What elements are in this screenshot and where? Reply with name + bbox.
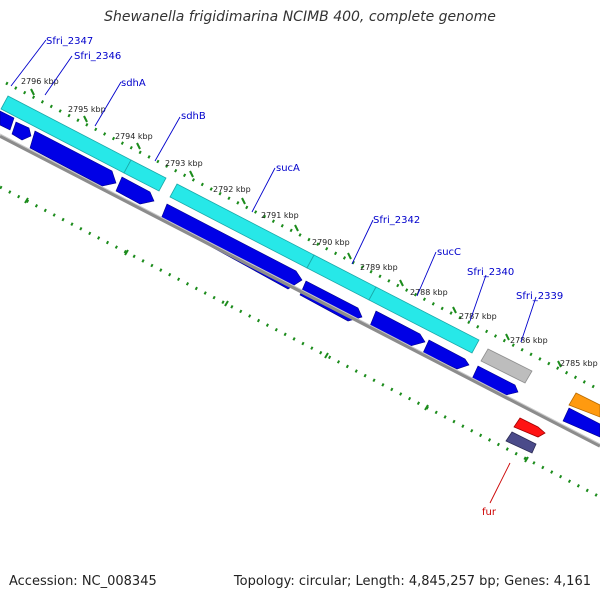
accession-text: Accession: NC_008345 xyxy=(9,574,157,589)
leader-line xyxy=(44,55,73,96)
cds-arrow xyxy=(11,121,32,141)
outer-tick-ring xyxy=(5,81,600,392)
inner-tick xyxy=(324,352,329,359)
cds-arrow xyxy=(471,365,519,396)
fur-leader-line xyxy=(489,462,511,504)
backbone-highlight xyxy=(0,133,600,445)
cds-arrow xyxy=(0,110,15,131)
label-leaders xyxy=(10,39,537,343)
major-tick xyxy=(452,306,457,314)
leader-line xyxy=(469,274,487,322)
leader-line xyxy=(251,167,276,213)
leader-line xyxy=(10,39,47,87)
gene-block-orange xyxy=(568,392,600,418)
scale-label: 2795 kbp xyxy=(68,105,106,114)
inner-major-ticks xyxy=(24,197,529,463)
major-ticks xyxy=(30,88,562,368)
scale-label: 2794 kbp xyxy=(115,132,153,141)
gene-label: Sfri_2339 xyxy=(516,291,563,302)
leader-line xyxy=(416,251,437,297)
inner-tick xyxy=(424,404,429,411)
major-tick xyxy=(557,360,562,368)
major-tick xyxy=(347,252,352,260)
gene-label: Sfri_2342 xyxy=(373,215,420,226)
genome-stats-text: Topology: circular; Length: 4,845,257 bp… xyxy=(233,574,591,589)
fur-gene-label: fur xyxy=(482,507,497,518)
major-tick xyxy=(83,115,88,123)
inner-tick xyxy=(224,300,229,307)
leader-line xyxy=(351,219,374,265)
gene-label: sucC xyxy=(437,247,461,258)
scale-label: 2793 kbp xyxy=(165,159,203,168)
scale-label: 2785 kbp xyxy=(560,359,598,368)
gene-block xyxy=(368,286,480,354)
gene-label: sdhB xyxy=(181,111,206,122)
map-title: Shewanella frigidimarina NCIMB 400, comp… xyxy=(104,9,496,25)
fur-gene-block xyxy=(513,417,546,438)
gene-label: sucA xyxy=(276,163,300,174)
major-tick xyxy=(241,197,246,205)
cds-arrow xyxy=(422,339,470,370)
gene-band xyxy=(0,95,600,418)
inner-tick xyxy=(24,197,29,204)
major-tick xyxy=(505,333,510,341)
gene-block xyxy=(123,159,167,192)
scale-label: 2788 kbp xyxy=(410,288,448,297)
gene-label: Sfri_2347 xyxy=(46,36,93,47)
major-tick xyxy=(294,224,299,232)
inner-tick xyxy=(524,456,529,463)
scale-label: 2787 kbp xyxy=(459,312,497,321)
major-tick xyxy=(399,279,404,287)
inner-tick xyxy=(124,249,129,256)
major-tick xyxy=(30,88,35,96)
major-tick xyxy=(189,170,194,178)
scale-label: 2786 kbp xyxy=(510,336,548,345)
scale-label: 2796 kbp xyxy=(21,77,59,86)
scale-label: 2790 kbp xyxy=(312,238,350,247)
leader-line xyxy=(520,296,537,343)
cds-arrow xyxy=(369,310,426,347)
scale-label: 2791 kbp xyxy=(261,211,299,220)
gene-label: Sfri_2340 xyxy=(467,267,514,278)
gene-label: Sfri_2346 xyxy=(74,51,121,62)
scale-label: 2792 kbp xyxy=(213,185,251,194)
cds-arrow xyxy=(29,130,117,187)
scale-label: 2789 kbp xyxy=(360,263,398,272)
backbone xyxy=(0,134,600,448)
leader-line xyxy=(154,116,181,162)
cds-track xyxy=(0,110,600,438)
cds-arrow xyxy=(115,176,155,205)
cds-arrow xyxy=(160,203,303,290)
gene-block-grey xyxy=(480,348,533,384)
cds-arrow xyxy=(562,407,600,438)
gene-label: sdhA xyxy=(121,78,146,89)
fur-cds-block xyxy=(505,431,537,454)
major-tick xyxy=(136,142,141,150)
leader-line xyxy=(94,81,122,127)
